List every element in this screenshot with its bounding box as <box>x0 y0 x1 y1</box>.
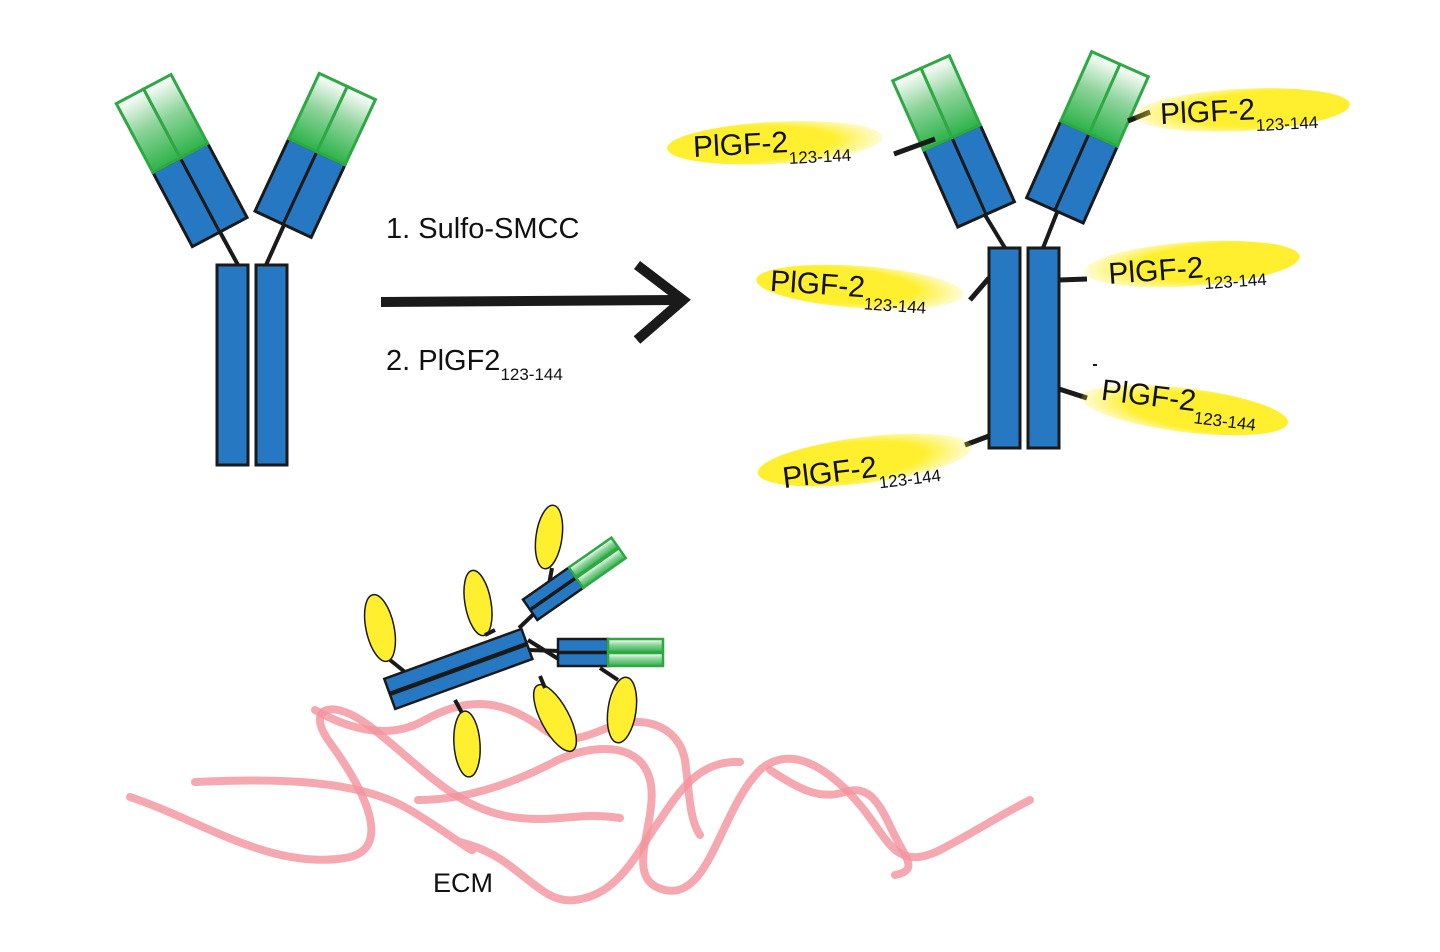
ecm-fibers <box>126 700 1034 905</box>
svg-text:PlGF-2123-144: PlGF-2123-144 <box>1107 247 1267 300</box>
fab-arm-left <box>890 53 1017 229</box>
peptide-label: PlGF-2 <box>1159 93 1256 131</box>
peptide-label-sub: 123-144 <box>1255 113 1318 135</box>
hinge-right <box>264 224 286 266</box>
hinge-left <box>218 231 240 266</box>
peptide-label-sub: 123-144 <box>863 294 927 317</box>
antibody-unmodified <box>114 71 378 467</box>
peptide-oval <box>532 683 578 753</box>
peptide-plgf2: PlGF-2123-144 <box>1134 88 1350 140</box>
svg-text:PlGF-2123-144: PlGF-2123-144 <box>1159 90 1318 140</box>
linker <box>388 658 407 674</box>
fc-chain-left <box>215 263 250 467</box>
peptide-label: PlGF-2 <box>692 126 789 164</box>
ecm-fiber <box>414 744 1034 895</box>
svg-text:PlGF-2123-144: PlGF-2123-144 <box>768 265 928 318</box>
ecm-fiber <box>191 757 744 905</box>
linker <box>598 666 620 682</box>
fab-arm-right <box>1024 49 1151 225</box>
peptide-plgf2: PlGF-2123-144 <box>1081 374 1289 436</box>
linker <box>453 699 464 714</box>
fab-arm-right <box>527 637 665 668</box>
hinge-right <box>1041 209 1060 249</box>
hinge-left <box>983 213 1007 250</box>
peptide-oval <box>363 593 397 663</box>
reaction-step-2: 2. PlGF2123-144 <box>386 345 563 384</box>
fc-chain-right <box>1026 246 1061 450</box>
linker <box>484 628 496 637</box>
peptide-plgf2: PlGF-2123-144 <box>756 265 964 318</box>
peptide-oval <box>534 504 564 570</box>
peptide-label: PlGF-2 <box>1107 251 1204 291</box>
linker <box>968 276 991 302</box>
linker <box>893 136 936 157</box>
peptide-label: PlGF-2 <box>769 265 866 305</box>
peptide-oval <box>606 676 638 744</box>
fab-arm-left <box>114 72 250 249</box>
peptide-plgf2: PlGF-2123-144 <box>667 121 883 173</box>
peptide-label-sub: 123-144 <box>1204 270 1268 293</box>
reaction-step-2-sub: 123-144 <box>500 365 562 384</box>
reaction-step-1: 1. Sulfo-SMCC <box>386 213 579 245</box>
ecm-fiber <box>766 766 913 879</box>
peptide-oval <box>453 710 481 778</box>
peptide-label-sub: 123-144 <box>788 146 851 168</box>
fab-arm-right <box>253 71 378 240</box>
reaction-arrow <box>380 261 691 344</box>
ecm-label: ECM <box>433 868 493 898</box>
fc-chain-right <box>254 263 289 467</box>
antibody-conjugated: PlGF-2123-144 PlGF-2123-144 PlGF-2123-14… <box>667 49 1350 495</box>
ecm-fiber <box>126 705 624 864</box>
linker <box>538 675 547 689</box>
reaction-step-2-main: 2. PlGF2 <box>386 345 500 377</box>
speck <box>1093 364 1097 366</box>
linker <box>1058 276 1088 283</box>
fc-chain-left <box>987 246 1022 450</box>
peptide-oval <box>463 569 493 637</box>
peptide-plgf2: PlGF-2123-144 <box>757 433 973 495</box>
svg-text:PlGF-2123-144: PlGF-2123-144 <box>692 123 851 173</box>
peptide-plgf2: PlGF-2123-144 <box>1084 240 1300 300</box>
fc-region <box>382 627 535 711</box>
fab-arm-upper <box>521 535 628 622</box>
antibody-bound-to-ecm <box>363 504 665 778</box>
